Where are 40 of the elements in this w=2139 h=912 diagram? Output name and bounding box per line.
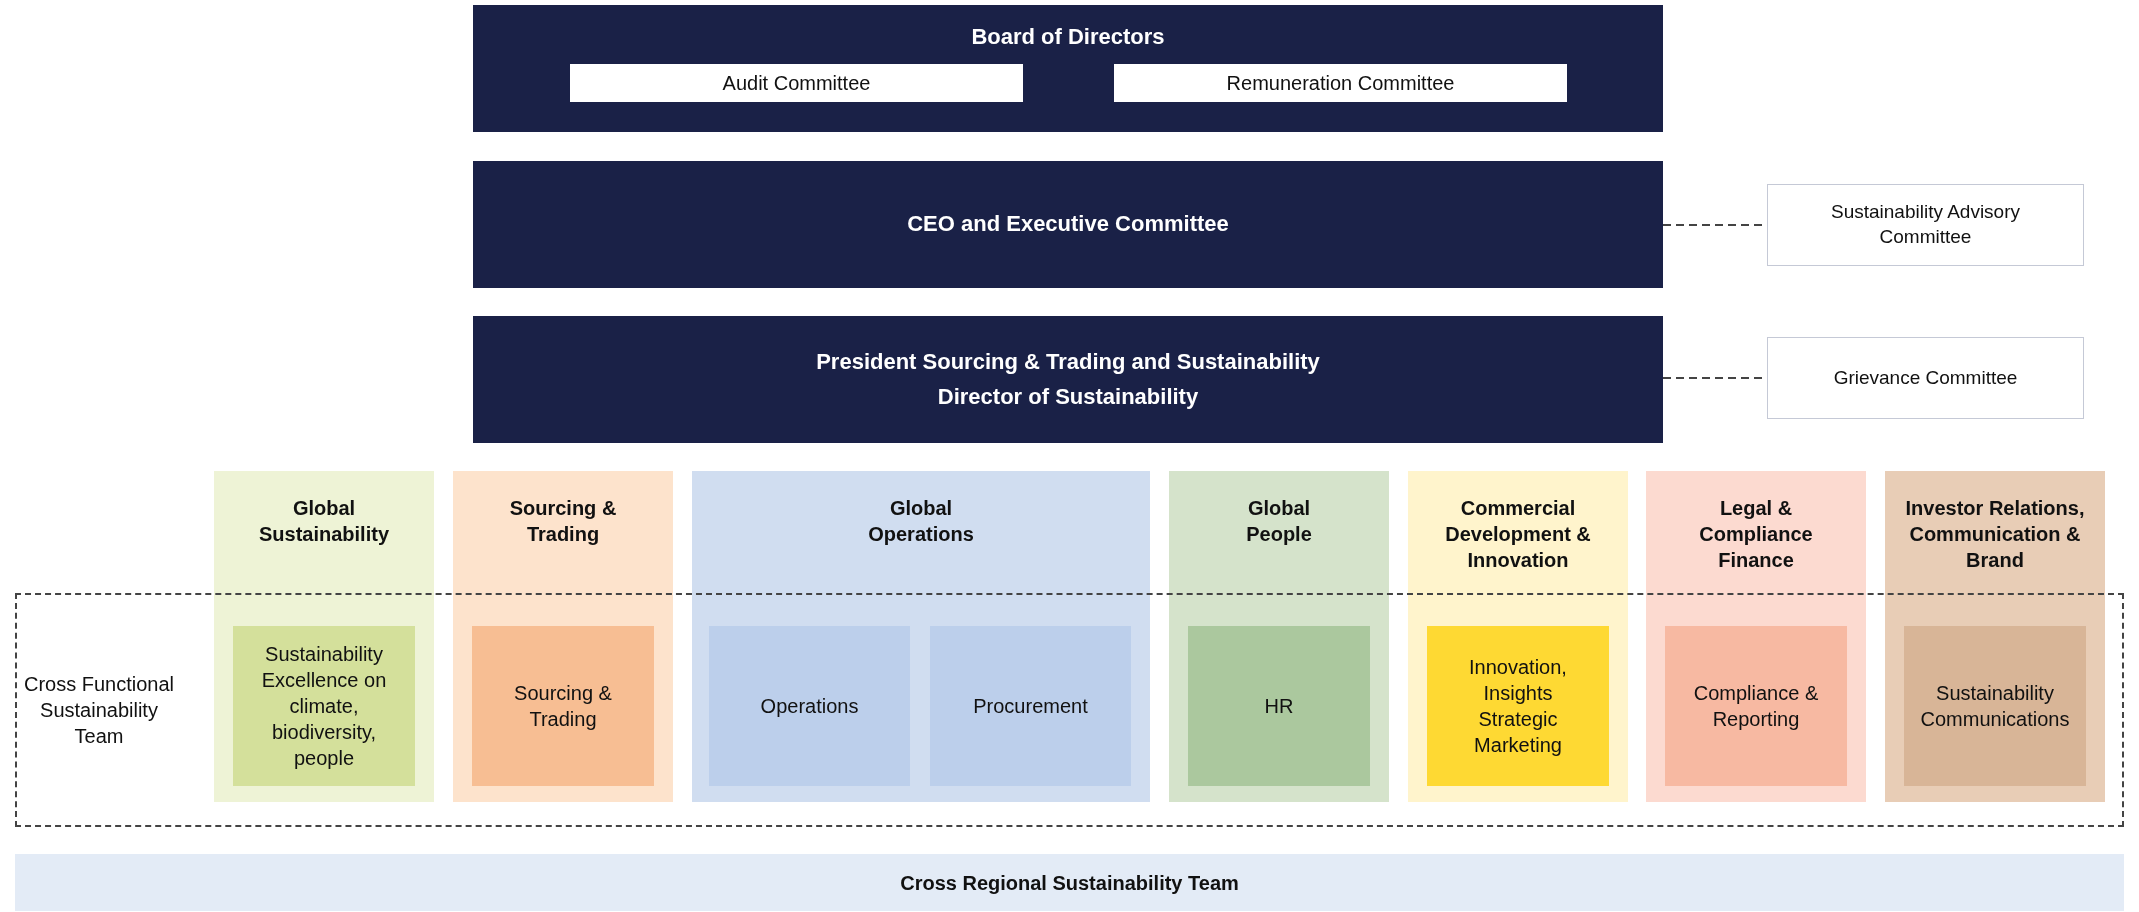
box-label: Operations [759, 694, 860, 719]
team-box [1904, 626, 2086, 786]
box-label: Remuneration Committee [1226, 71, 1455, 96]
dashed-team-outline [15, 593, 2124, 827]
box-label: Sustainability Excellence on climate, biodiversity, people [260, 642, 388, 771]
column-heading: Investor Relations, Communication & Brand [1904, 496, 2086, 573]
box-label: Procurement [972, 694, 1089, 719]
box-label: Sustainability Communications [1919, 681, 2071, 732]
column-heading: Legal & Compliance Finance [1698, 496, 1814, 573]
team-box [472, 626, 654, 786]
committee-box [1767, 337, 2084, 419]
committee-box [570, 64, 1023, 102]
team-bar [15, 854, 2124, 911]
committee-box [1114, 64, 1567, 102]
executive-box [473, 161, 1663, 288]
president-box [473, 316, 1663, 443]
column-heading: Commercial Development & Innovation [1444, 496, 1592, 573]
box-label: Audit Committee [722, 71, 871, 96]
team-box [1188, 626, 1370, 786]
team-label: Cross Functional Sustainability Team [22, 672, 176, 749]
team-box [233, 626, 415, 786]
box-label: Board of Directors [971, 23, 1165, 51]
column-heading: Sourcing & Trading [508, 496, 618, 547]
board-box [473, 5, 1663, 132]
role-title: Director of Sustainability [937, 382, 1199, 411]
box-label: Sourcing & Trading [513, 681, 613, 732]
box-label: Innovation, Insights Strategic Marketing [1468, 655, 1568, 758]
team-box [1665, 626, 1847, 786]
box-label: Sustainability Advisory Committee [1829, 200, 2021, 249]
role-title: President Sourcing & Trading and Sustainability [816, 347, 1320, 376]
column-heading: Global Operations [867, 496, 975, 547]
team-box [1427, 626, 1609, 786]
box-label: Grievance Committee [1833, 365, 2018, 390]
box-label: HR [1263, 694, 1295, 719]
column-heading: Global People [1245, 496, 1313, 547]
box-label: Compliance & Reporting [1692, 681, 1820, 732]
committee-box [1767, 184, 2084, 266]
box-label: CEO and Executive Committee [907, 210, 1229, 239]
box-label: Cross Regional Sustainability Team [900, 870, 1239, 896]
column-heading: Global Sustainability [258, 496, 390, 547]
